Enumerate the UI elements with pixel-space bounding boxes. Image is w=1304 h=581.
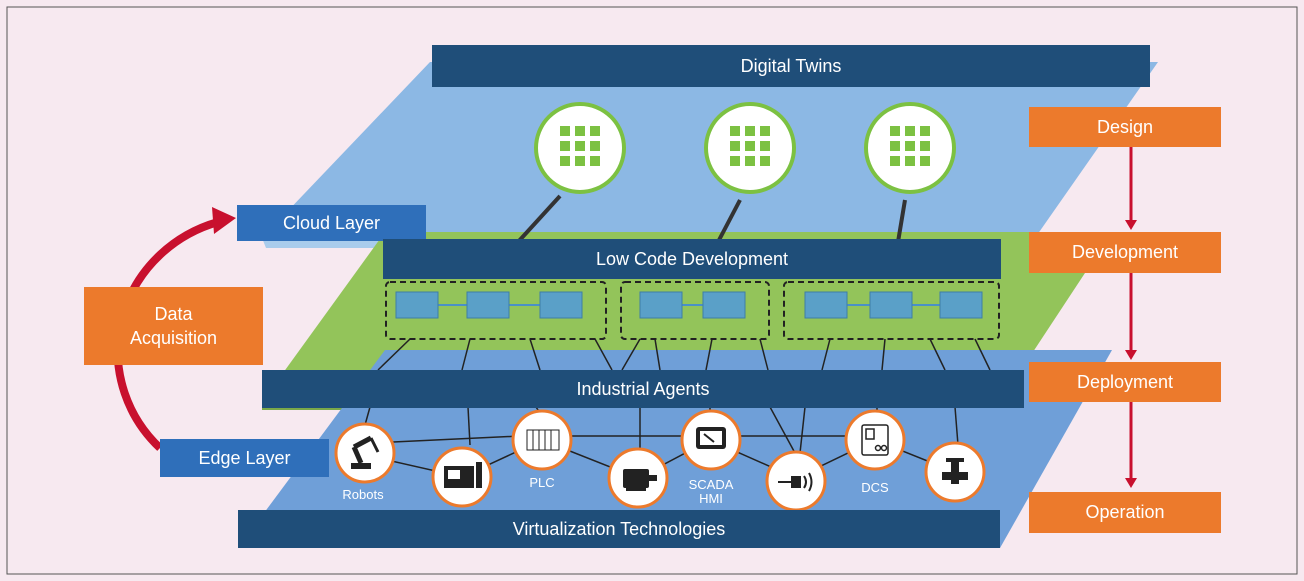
digital-twins-banner: Digital Twins <box>432 45 1150 87</box>
frame <box>6 6 1298 575</box>
hmi-screen-icon <box>696 427 726 449</box>
code-module <box>539 291 583 319</box>
twin-grid-icons <box>560 126 930 166</box>
device-node-robots <box>334 422 396 484</box>
sensor-icon <box>778 472 813 492</box>
lifecycle-deployment: Deployment <box>1029 362 1221 402</box>
module-group-3 <box>783 281 1000 340</box>
virtualization-technologies-banner: Virtualization Technologies <box>238 510 1000 548</box>
lifecycle-design: Design <box>1029 107 1221 147</box>
module-group-2 <box>620 281 770 340</box>
device-label-plc: PLC <box>529 475 555 490</box>
lifecycle-arrows <box>1125 147 1137 488</box>
lifecycle-operation: Operation <box>1029 492 1221 533</box>
industrial-agents-banner: Industrial Agents <box>262 370 1024 408</box>
low-code-development-banner: Low Code Development <box>383 239 1001 279</box>
motor-icon <box>623 469 657 491</box>
module-agent-links <box>377 338 991 371</box>
code-module <box>804 291 848 319</box>
device-label-robots: Robots <box>342 487 384 502</box>
cnc-machine-icon <box>444 462 482 488</box>
edge-layer-label: Edge Layer <box>160 439 329 477</box>
code-modules <box>395 291 983 319</box>
data-acquisition-arrowhead <box>212 207 236 234</box>
twin-connectors <box>516 194 907 244</box>
dcs-controller-icon <box>861 424 889 456</box>
grid-icon <box>560 126 600 166</box>
data-acquisition-box: Data Acquisition <box>84 287 263 365</box>
device-label-dcs: DCS <box>861 480 889 495</box>
device-label-scada-hmi: SCADA HMI <box>688 477 734 506</box>
plc-icon <box>526 429 560 451</box>
twin-connector-1 <box>516 194 562 244</box>
code-module <box>395 291 439 319</box>
code-module <box>466 291 510 319</box>
module-groups <box>385 281 1000 340</box>
code-module <box>639 291 683 319</box>
robot-arm-icon <box>351 435 380 469</box>
twin-connector-3 <box>896 199 907 243</box>
cloud-layer-label: Cloud Layer <box>237 205 426 241</box>
valve-icon <box>942 458 968 484</box>
module-group-1 <box>385 281 607 340</box>
lifecycle-development: Development <box>1029 232 1221 273</box>
grid-icon <box>890 126 930 166</box>
code-module <box>702 291 746 319</box>
twin-connector-2 <box>716 199 742 243</box>
code-module <box>939 291 983 319</box>
grid-icon <box>730 126 770 166</box>
code-module <box>869 291 913 319</box>
